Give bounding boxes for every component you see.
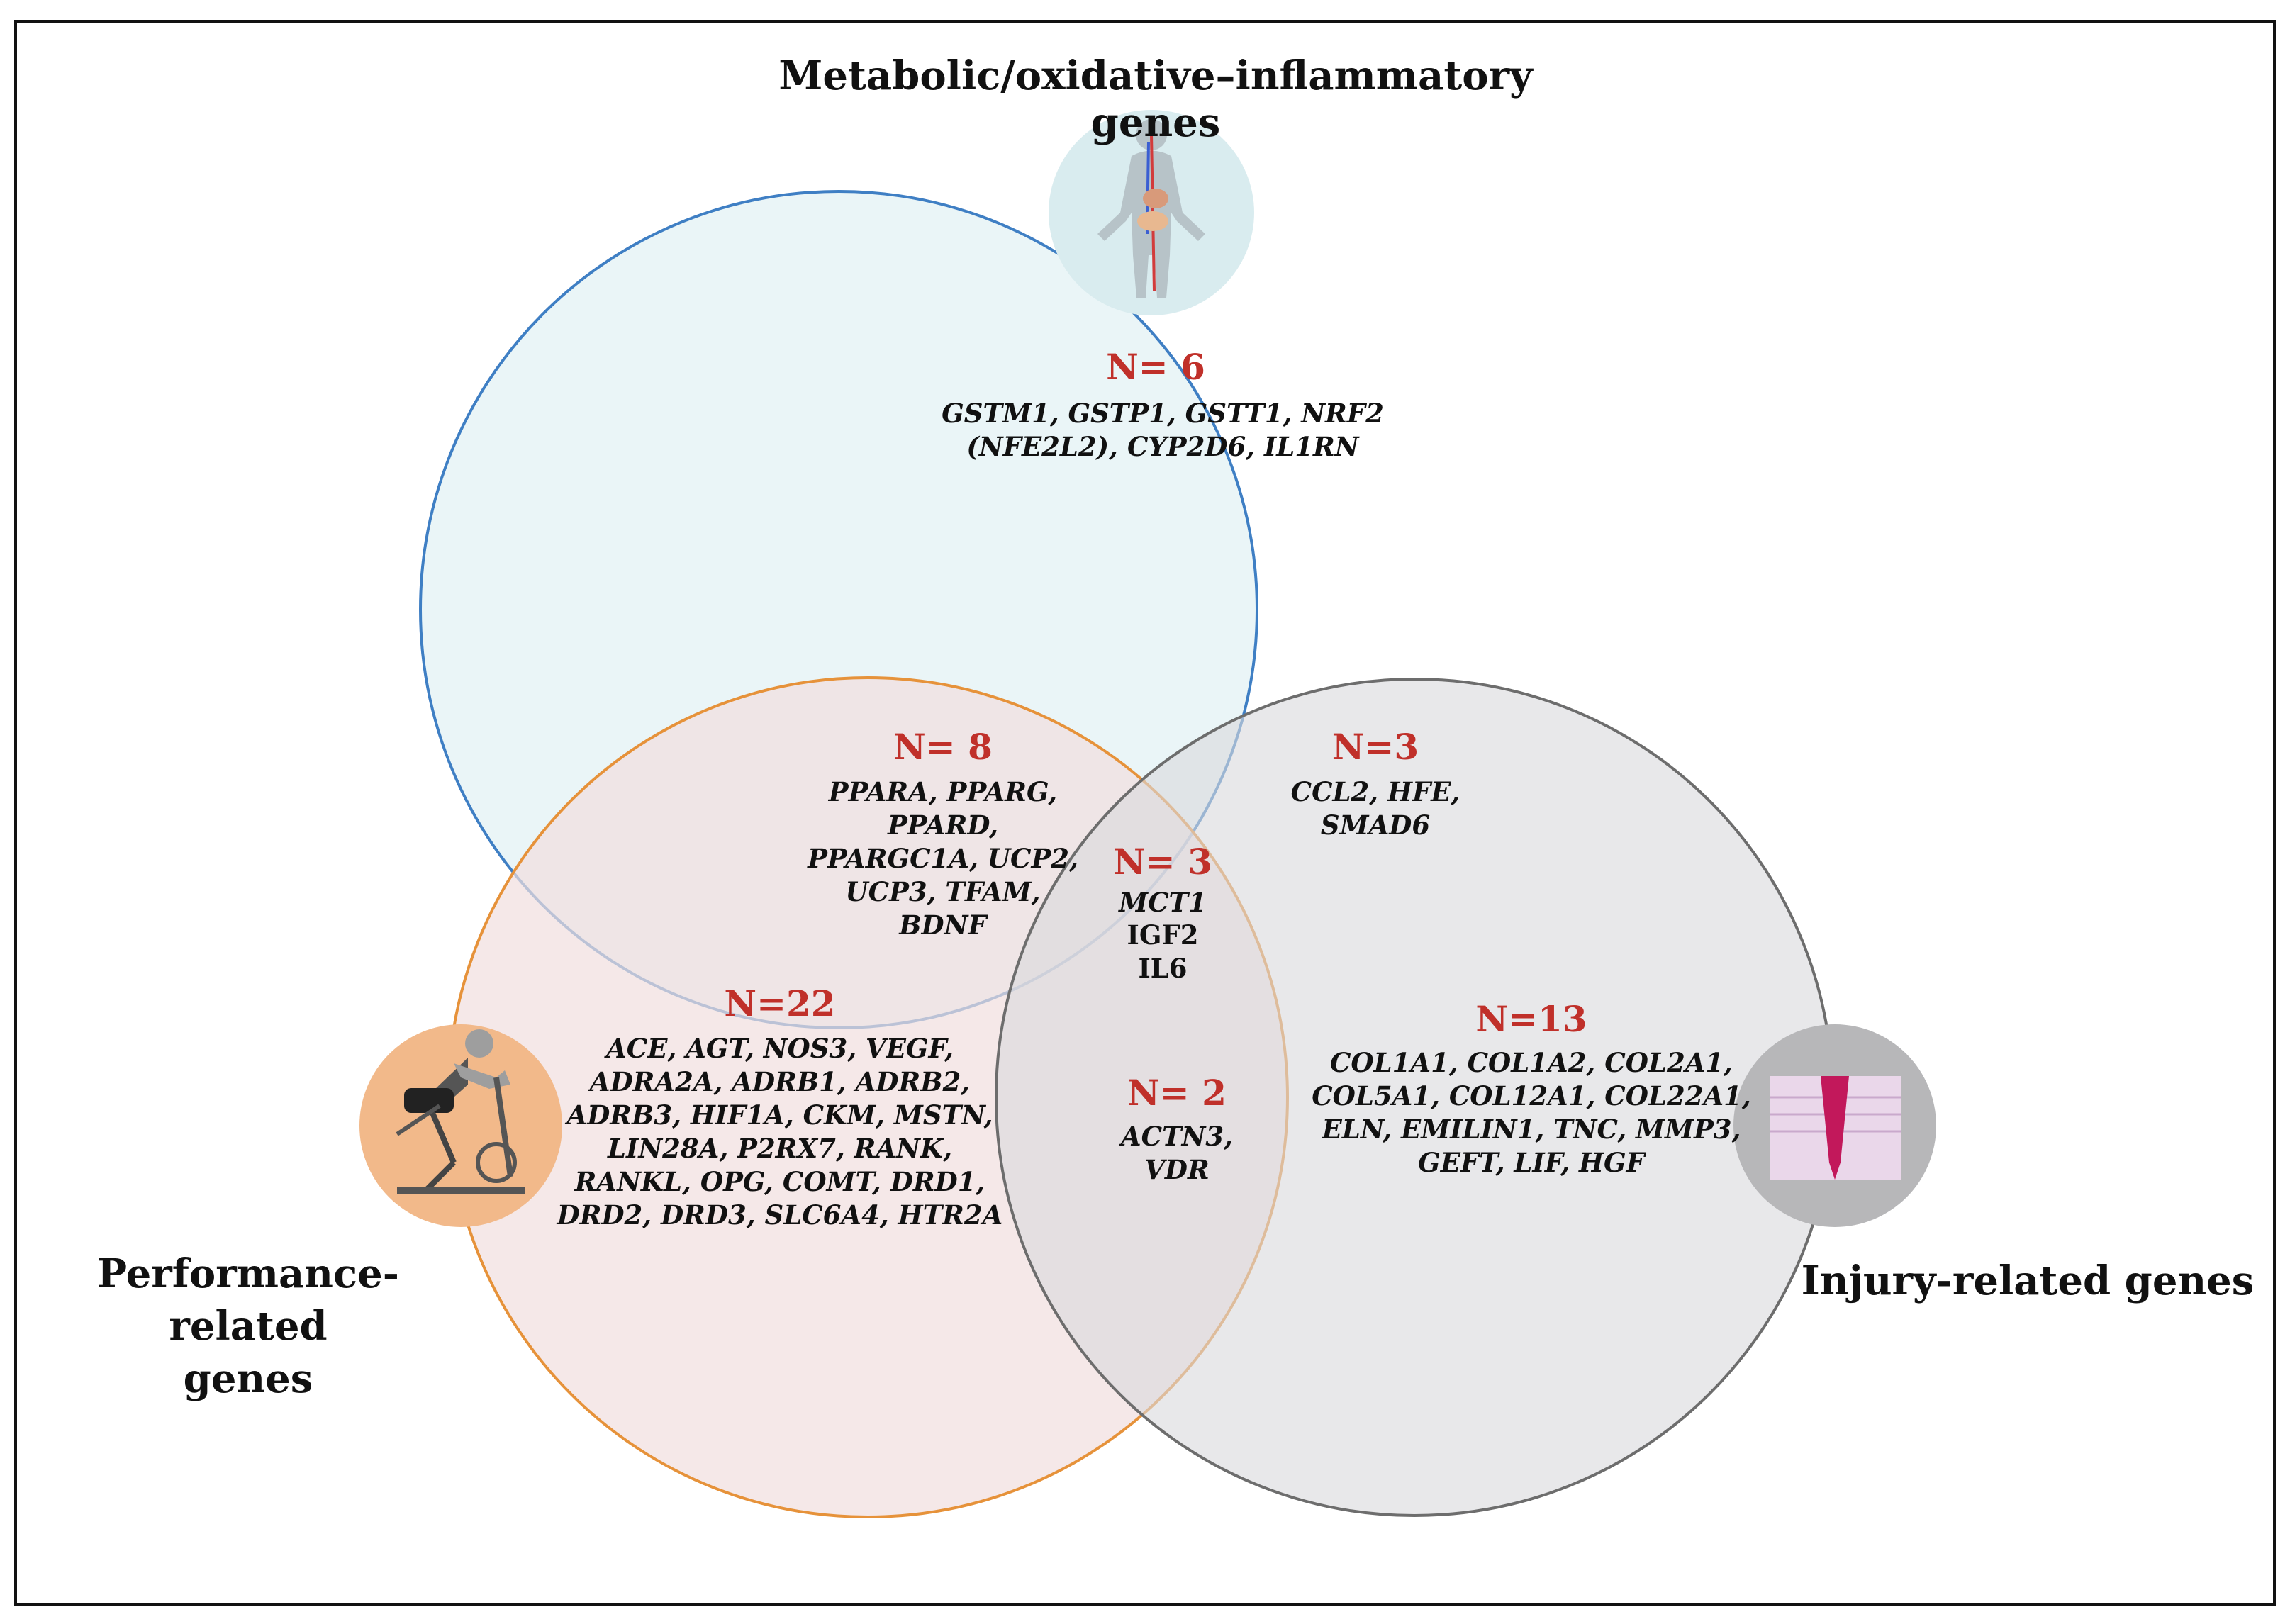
injury-only-genes: COL1A1, COL1A2, COL2A1, COL5A1, COL12A1,… [1312, 1047, 1751, 1178]
human-body-icon [1049, 110, 1254, 315]
performance-injury-genes: ACTN3, VDR [1120, 1121, 1234, 1185]
all-three-genes-italic: MCT1 [1119, 887, 1207, 918]
all-three-count: N= 3 [1113, 841, 1212, 883]
metabolic-performance-count: N= 8 [893, 726, 993, 768]
all-three-genes-upright: IGF2 IL6 [1127, 919, 1199, 984]
performance-injury-count: N= 2 [1127, 1072, 1227, 1114]
metabolic-injury-count: N=3 [1331, 726, 1419, 768]
injury-only-count: N=13 [1475, 998, 1587, 1040]
performance-only-count: N=22 [724, 982, 836, 1024]
metabolic-only-genes: GSTM1, GSTP1, GSTT1, NRF2 (NFE2L2), CYP2… [942, 398, 1384, 462]
exercise-bike-icon [359, 1024, 562, 1227]
metabolic-performance-genes: PPARA, PPARG, PPARD, PPARGC1A, UCP2, UCP… [808, 776, 1078, 941]
figure-border [14, 20, 2276, 1606]
metabolic-only-count: N= 6 [1106, 346, 1205, 388]
metabolic-injury-genes: CCL2, HFE, SMAD6 [1290, 776, 1460, 841]
performance-only-genes: ACE, AGT, NOS3, VEGF, ADRA2A, ADRB1, ADR… [557, 1033, 1003, 1231]
metabolic-title: Metabolic/oxidative–inflammatory genes [778, 52, 1533, 146]
injury-title: Injury-related genes [1801, 1258, 2255, 1304]
tendon-tissue-icon [1733, 1024, 1936, 1227]
performance-title: Performance-related genes [97, 1250, 399, 1402]
